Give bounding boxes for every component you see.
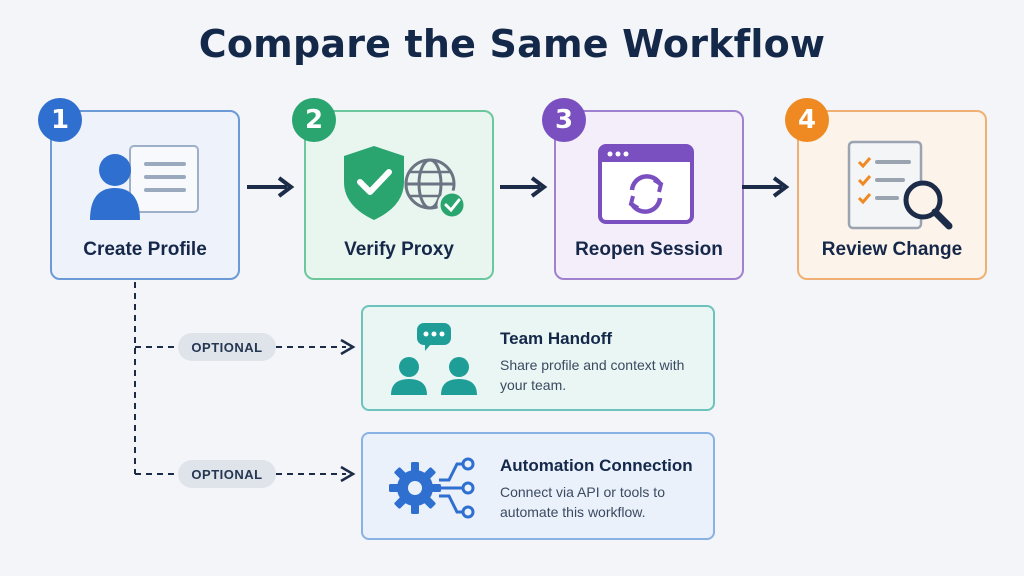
step-reopen-session: 3 Reopen Session bbox=[542, 98, 744, 280]
optional-automation-connection-card: Automation Connection Connect via API or… bbox=[361, 432, 715, 540]
step-create-profile: 1 Create Profile bbox=[38, 98, 240, 280]
optional-team-handoff-card: Team Handoff Share profile and context w… bbox=[361, 305, 715, 411]
arrow-right-icon bbox=[500, 176, 548, 198]
gear-network-icon bbox=[389, 457, 475, 519]
optional-card-title: Automation Connection bbox=[500, 456, 693, 475]
step-number-badge: 1 bbox=[38, 98, 82, 142]
page-title: Compare the Same Workflow bbox=[198, 22, 826, 66]
step-verify-proxy: 2 Verify Proxy bbox=[292, 98, 494, 280]
optional-card-title: Team Handoff bbox=[500, 329, 613, 348]
team-chat-icon bbox=[391, 323, 477, 395]
step-label: Verify Proxy bbox=[344, 239, 454, 260]
optional-tag: OPTIONAL bbox=[178, 460, 276, 488]
step-label: Reopen Session bbox=[575, 239, 723, 260]
shield-globe-icon bbox=[344, 146, 467, 220]
profile-card-icon bbox=[90, 145, 199, 220]
optional-card-description: Connect via API or tools to automate thi… bbox=[500, 484, 665, 520]
step-review-change: 4 Review Change bbox=[785, 98, 987, 280]
arrow-right-icon bbox=[247, 176, 295, 198]
browser-refresh-icon bbox=[598, 144, 694, 224]
step-number-badge: 3 bbox=[542, 98, 586, 142]
step-number-badge: 2 bbox=[292, 98, 336, 142]
optional-tag: OPTIONAL bbox=[178, 333, 276, 361]
arrow-right-icon bbox=[742, 176, 790, 198]
step-label: Review Change bbox=[821, 239, 963, 260]
step-number-badge: 4 bbox=[785, 98, 829, 142]
optional-card-description: Share profile and context with your team… bbox=[500, 357, 685, 393]
checklist-magnifier-icon bbox=[847, 140, 953, 230]
step-label: Create Profile bbox=[83, 239, 207, 260]
